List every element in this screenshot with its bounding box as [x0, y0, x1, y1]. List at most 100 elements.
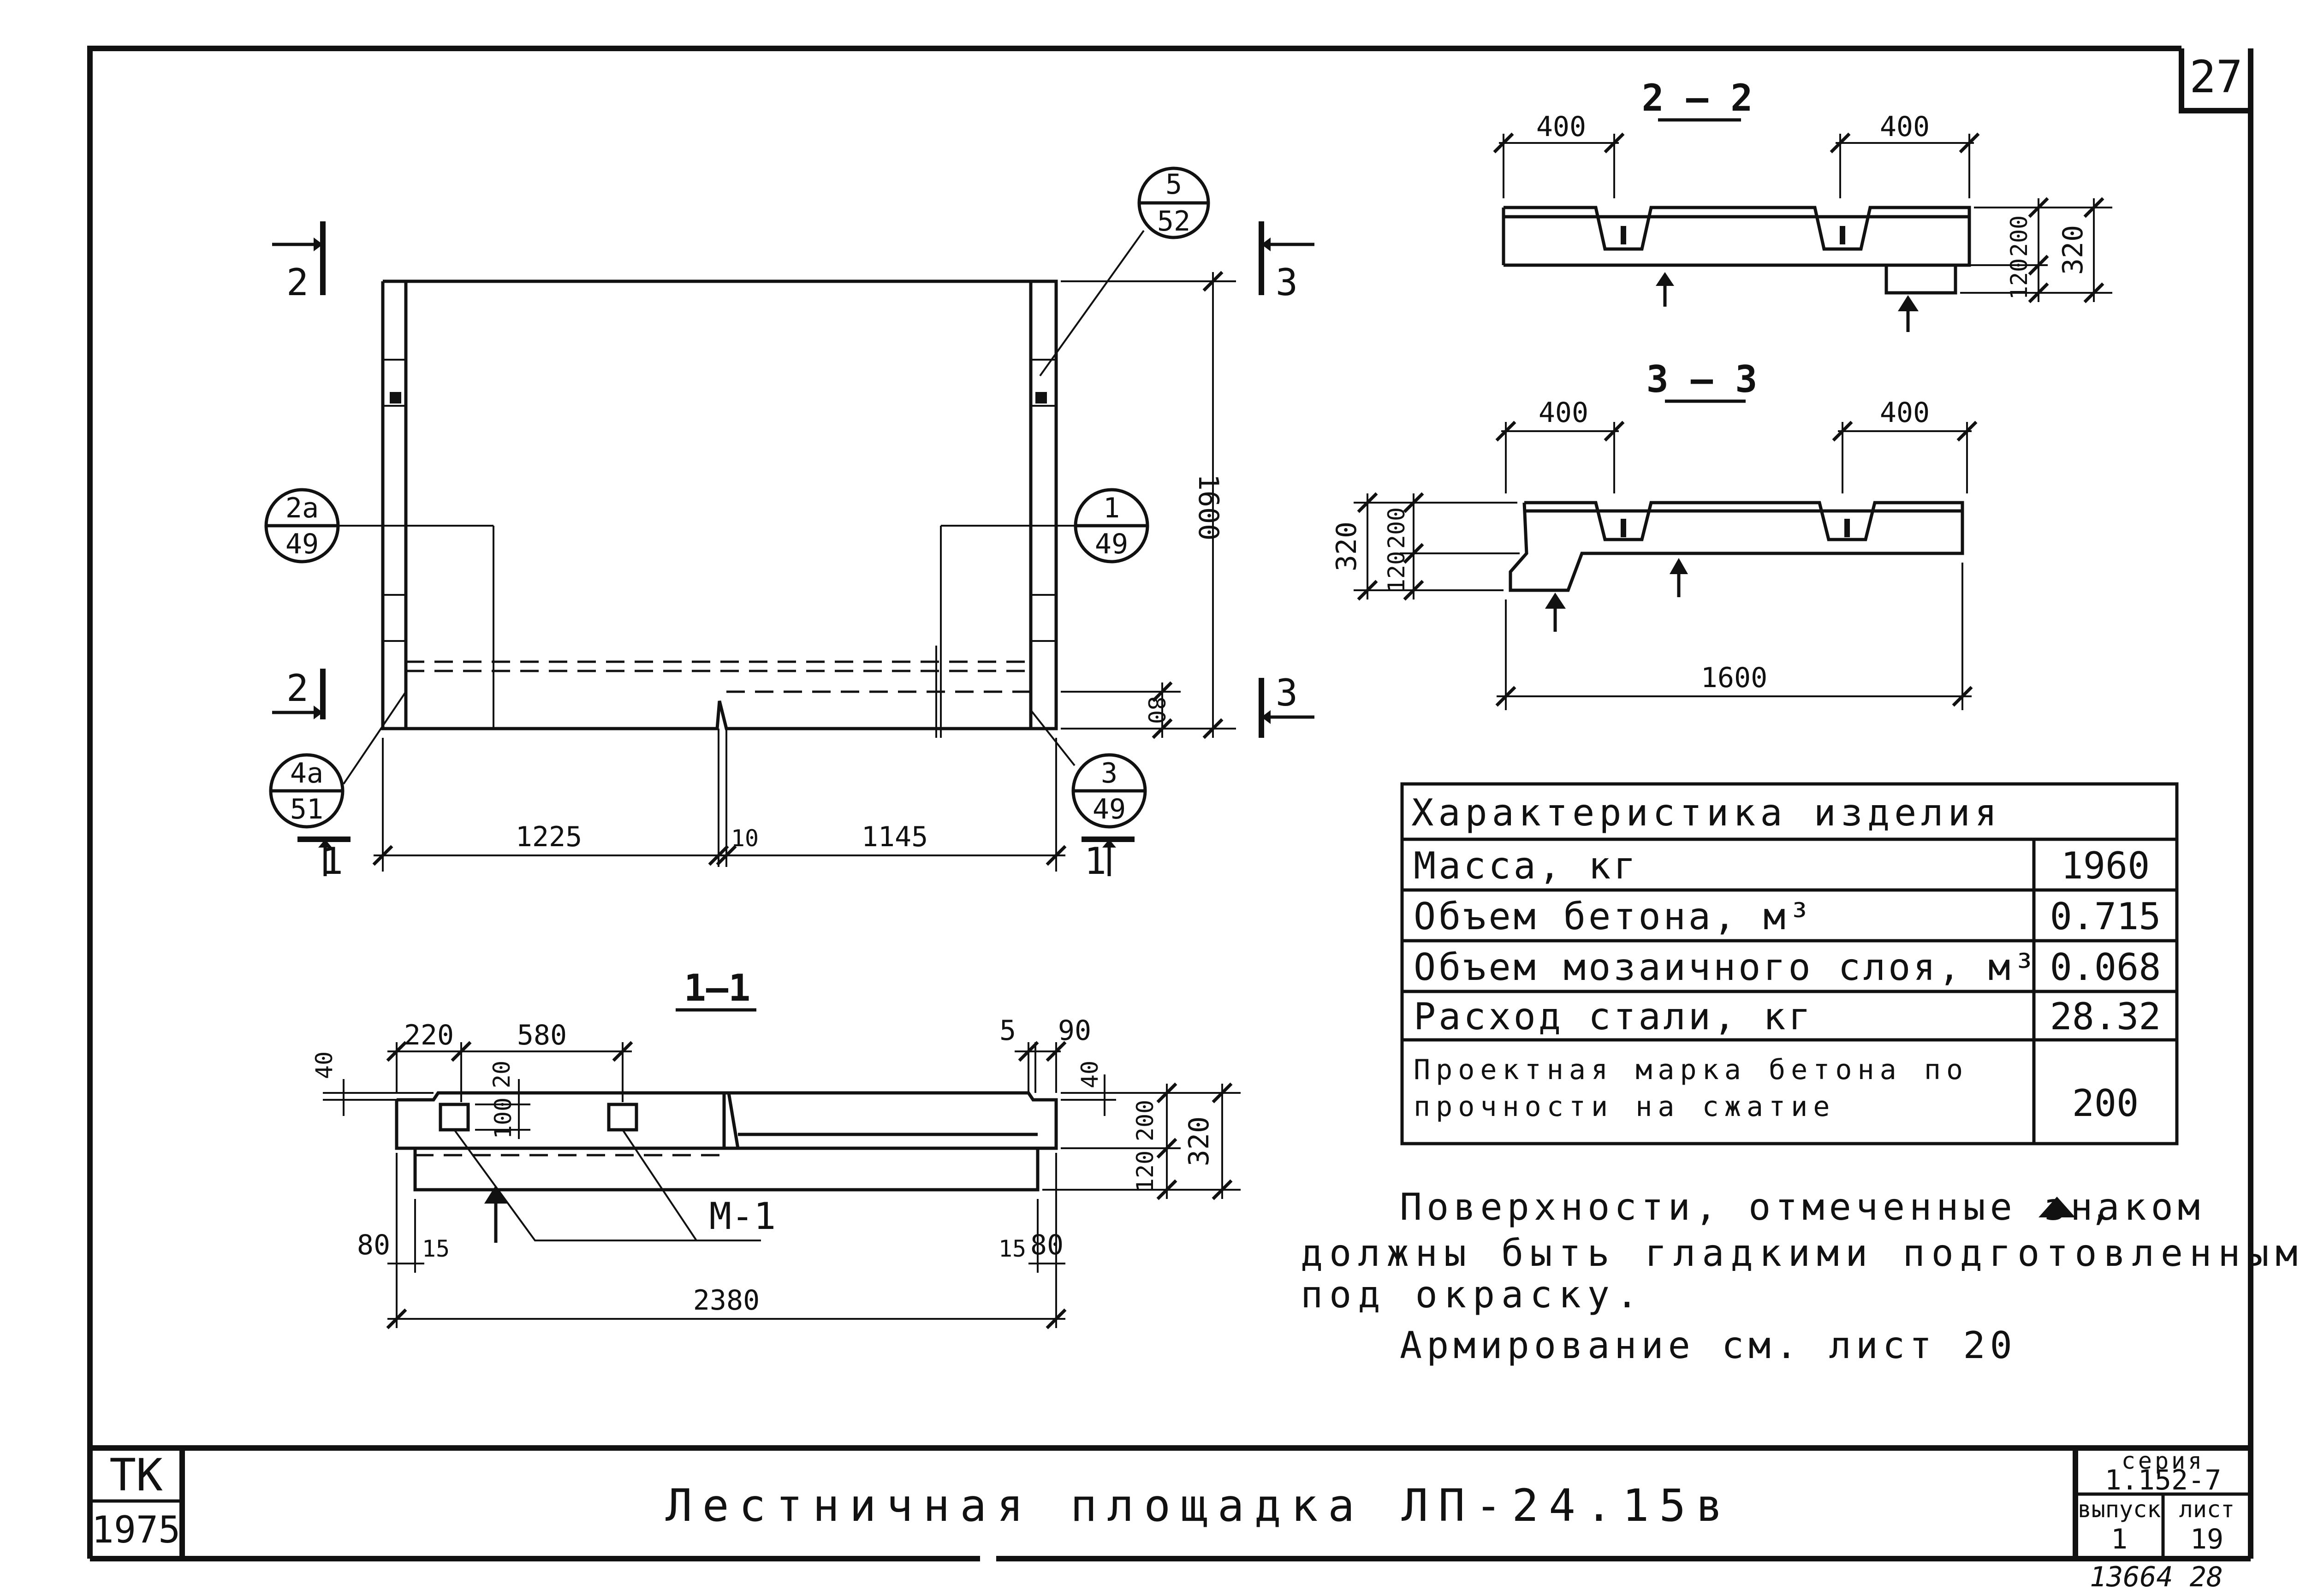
plan-view: 2 2 3 3 1 1 — [264, 166, 1314, 883]
list-value: 19 — [2190, 1523, 2223, 1555]
s11-dim-320: 320 — [1183, 1116, 1215, 1166]
section-2-label-b: 2 — [286, 667, 309, 710]
section-2-2-title: 2 — 2 — [1642, 77, 1753, 119]
dim-left: 1225 — [516, 821, 582, 853]
section-1-label-r: 1 — [1084, 840, 1106, 883]
archive-number: 13664 28 — [2090, 1561, 2223, 1593]
section-1-label: 1 — [321, 840, 343, 883]
series-value: 1.152-7 — [2105, 1464, 2222, 1496]
row-steel-value: 28.32 — [2050, 995, 2161, 1038]
callout-2a-49: 2а 49 — [264, 488, 340, 564]
svg-text:52: 52 — [1157, 205, 1190, 237]
section-marker-3-bottom: 3 — [1259, 671, 1314, 738]
s33-dim-bottom: 120 — [1383, 551, 1410, 593]
s11-dim-5: 5 — [999, 1015, 1016, 1047]
year: 1975 — [92, 1508, 181, 1551]
s11-dim-40-right: 40 — [1076, 1061, 1103, 1088]
row-mass-label: Масса, кг — [1414, 844, 1638, 887]
note-line-3: под окраску. — [1301, 1273, 1645, 1316]
svg-text:5: 5 — [1165, 168, 1182, 201]
svg-text:49: 49 — [1093, 793, 1126, 825]
list-label: лист — [2179, 1496, 2235, 1523]
s33-dim-top: 200 — [1383, 507, 1410, 549]
s22-dim-total: 320 — [2057, 225, 2089, 275]
s11-dim-200: 200 — [1132, 1100, 1159, 1141]
row-concrete-label: Объем бетона, м³ — [1414, 895, 1813, 938]
svg-text:2а: 2а — [285, 492, 319, 524]
callout-1-49: 1 49 — [1074, 488, 1149, 564]
plan-dims-horizontal: 1225 10 1145 — [372, 738, 1067, 872]
s22-dim-bottom: 120 — [2006, 258, 2033, 300]
dim-gap: 10 — [731, 825, 759, 852]
s11-dim-40-left: 40 — [311, 1051, 338, 1079]
note-line-4: Армирование см. лист 20 — [1400, 1324, 2017, 1367]
dim-step: 80 — [1143, 696, 1170, 724]
svg-text:,: , — [2089, 1186, 2111, 1228]
s11-dim-120: 120 — [1132, 1151, 1159, 1192]
callout-4a-51: 4а 51 — [269, 753, 345, 829]
svg-text:1: 1 — [1103, 492, 1120, 524]
issue-label: выпуск — [2078, 1496, 2161, 1523]
dim-right: 1145 — [862, 821, 928, 853]
plan-dims-vertical: 1600 80 — [1061, 271, 1236, 739]
row-grade-label-2: прочности на сжатие — [1414, 1091, 1835, 1123]
s11-dim-580: 580 — [517, 1019, 567, 1051]
section-marker-2-bottom: 2 — [272, 667, 326, 719]
s11-dim-20: 20 — [488, 1061, 515, 1088]
dim-height: 1600 — [1192, 474, 1224, 541]
s11-dim-80-left: 80 — [357, 1229, 390, 1261]
row-concrete-value: 0.715 — [2050, 895, 2161, 938]
section-1-1: 1—1 М-1 220 580 5 90 — [311, 967, 1241, 1329]
row-mass-value: 1960 — [2061, 844, 2150, 887]
properties-table: Характеристика изделия Масса, кг 1960 Об… — [1400, 782, 2179, 1145]
section-marker-3-top: 3 — [1259, 221, 1314, 304]
row-mosaic-value: 0.068 — [2050, 946, 2161, 989]
section-2-label: 2 — [286, 261, 309, 304]
section-3-label: 3 — [1276, 261, 1298, 304]
title-block: ТК 1975 Лестничная площадка ЛП-24.15в се… — [90, 1445, 2251, 1559]
svg-text:51: 51 — [290, 793, 323, 825]
sheet-number: 27 — [2189, 51, 2243, 103]
smooth-surface-symbol — [2039, 1197, 2075, 1217]
sheet-frame: 27 — [87, 46, 2253, 1561]
section-marker-2-top: 2 — [272, 221, 326, 304]
row-steel-label: Расход стали, кг — [1414, 995, 1813, 1038]
org-code: ТК — [109, 1449, 163, 1501]
callout-3-49: 3 49 — [1071, 753, 1147, 829]
note-line-1: Поверхности, отмеченные знаком — [1400, 1186, 2205, 1228]
svg-text:49: 49 — [1095, 528, 1128, 560]
s22-dim-top: 200 — [2006, 215, 2033, 257]
s22-dim-right: 400 — [1880, 111, 1930, 143]
section-3-label-b: 3 — [1276, 671, 1298, 714]
series-label: серия — [2122, 1448, 2205, 1474]
row-grade-label-1: Проектная марка бетона по — [1414, 1054, 1968, 1086]
label-m1: М-1 — [709, 1195, 776, 1238]
s33-dim-length: 1600 — [1701, 662, 1768, 694]
section-2-2: 2 — 2 400 400 — [1493, 77, 2112, 332]
table-header: Характеристика изделия — [1411, 791, 2002, 834]
svg-text:49: 49 — [285, 528, 319, 560]
row-grade-value: 200 — [2072, 1082, 2139, 1125]
notes: Поверхности, отмеченные знаком , должны … — [1301, 1186, 2306, 1367]
section-marker-1-right: 1 — [1082, 837, 1135, 883]
s11-dim-90: 90 — [1058, 1015, 1091, 1047]
s11-dim-100: 100 — [490, 1098, 517, 1139]
s22-dim-left: 400 — [1536, 111, 1586, 143]
svg-text:4а: 4а — [290, 757, 323, 789]
section-3-3: 3 — 3 400 400 320 200 120 — [1331, 358, 1978, 710]
row-mosaic-label: Объем мозаичного слоя, м³ — [1414, 946, 2038, 989]
drawing-title: Лестничная площадка ЛП-24.15в — [666, 1480, 1733, 1531]
plan-side-notches — [383, 359, 1056, 642]
svg-text:3: 3 — [1101, 757, 1117, 789]
note-line-2: должны быть гладкими подготовленными — [1301, 1232, 2306, 1275]
s11-dim-15-right: 15 — [998, 1235, 1026, 1262]
section-1-1-title: 1—1 — [684, 967, 751, 1009]
s33-dim-total: 320 — [1331, 522, 1363, 571]
s33-dim-right: 400 — [1880, 397, 1930, 429]
section-marker-1-left: 1 — [297, 837, 351, 883]
callout-5-52: 5 52 — [1137, 166, 1210, 239]
s11-dim-length: 2380 — [693, 1284, 760, 1317]
s11-dim-220: 220 — [404, 1019, 454, 1051]
s33-dim-left: 400 — [1539, 397, 1588, 429]
